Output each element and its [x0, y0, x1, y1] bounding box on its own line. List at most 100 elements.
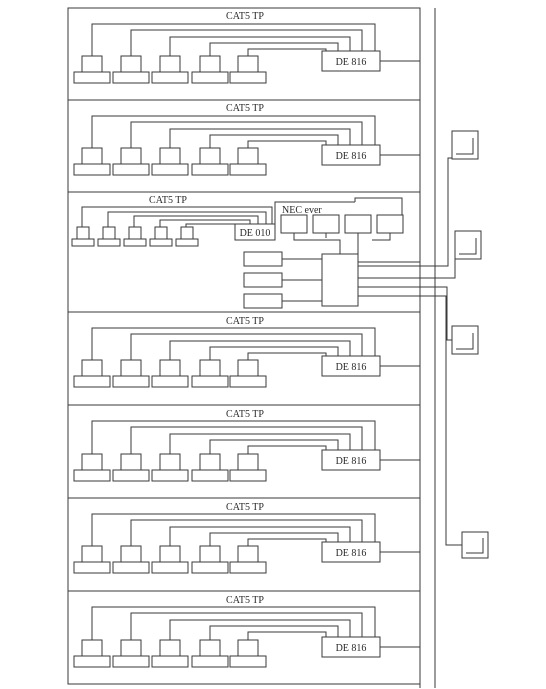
- cable-line: [247, 352, 327, 360]
- cable-line: [209, 42, 339, 56]
- workstation: [112, 147, 150, 176]
- workstation: [71, 226, 95, 247]
- workstation: [229, 147, 267, 176]
- workstation: [97, 226, 121, 247]
- server-unit: [344, 214, 372, 234]
- workstation: [73, 453, 111, 482]
- workstation: [191, 359, 229, 388]
- workstation: [73, 639, 111, 668]
- floor-5: CAT5 TP DE 816: [67, 404, 421, 499]
- cable-line: [247, 631, 327, 640]
- external-device-2: [454, 230, 482, 260]
- floor-3: CAT5 TP DE 010 NEC ever: [67, 191, 421, 313]
- workstation: [229, 639, 267, 668]
- floor-7: CAT5 TP DE 816: [67, 590, 421, 685]
- floor-2-switch-label: DE 816: [336, 151, 367, 162]
- workstation: [112, 55, 150, 84]
- cable-line: [247, 538, 327, 546]
- floor-4-cable-label: CAT5 TP: [226, 316, 264, 327]
- workstation: [229, 545, 267, 574]
- cable-line: [130, 519, 363, 546]
- external-device-4: [461, 531, 489, 559]
- floor-4: CAT5 TP DE 816: [67, 311, 421, 406]
- cable-line: [209, 134, 339, 148]
- workstation: [112, 639, 150, 668]
- stacked-device: [243, 251, 283, 267]
- cable-line: [169, 340, 351, 360]
- floor-1-cable-label: CAT5 TP: [226, 11, 264, 22]
- cable-line: [209, 439, 339, 454]
- cable-line: [133, 215, 259, 227]
- cable-line: [209, 346, 339, 360]
- workstation: [229, 359, 267, 388]
- cable-line: [91, 23, 376, 56]
- workstation: [73, 55, 111, 84]
- cable-line: [130, 612, 363, 640]
- workstation: [112, 359, 150, 388]
- workstation: [73, 147, 111, 176]
- workstation: [191, 453, 229, 482]
- floor-1-switch-label: DE 816: [336, 57, 367, 68]
- workstation: [149, 226, 173, 247]
- server-link: [372, 233, 391, 241]
- external-device-3: [451, 325, 479, 355]
- workstation: [112, 453, 150, 482]
- stacked-device: [243, 272, 283, 288]
- cable-line: [169, 128, 351, 148]
- floor-7-cable-label: CAT5 TP: [226, 595, 264, 606]
- workstation: [191, 545, 229, 574]
- floor-2-cable-label: CAT5 TP: [226, 103, 264, 114]
- server-bay-line: [274, 201, 355, 232]
- cable-line: [247, 445, 327, 454]
- cable-line: [91, 606, 376, 640]
- external-link: [358, 286, 452, 341]
- workstation: [73, 359, 111, 388]
- floor-2: CAT5 TP DE 816: [67, 99, 421, 193]
- cable-line: [130, 121, 363, 148]
- core-switch: [321, 253, 359, 307]
- cable-line: [247, 48, 327, 56]
- floor-6: CAT5 TP DE 816: [67, 497, 421, 592]
- stacked-device: [243, 293, 283, 309]
- cable-line: [247, 140, 327, 148]
- workstation: [151, 147, 189, 176]
- cable-line: [159, 219, 251, 227]
- floor-1: CAT5 TP DE 816: [67, 7, 421, 101]
- floor-6-switch-label: DE 816: [336, 548, 367, 559]
- workstation: [191, 55, 229, 84]
- cable-line: [91, 513, 376, 546]
- cable-line: [169, 619, 351, 640]
- workstation: [151, 359, 189, 388]
- server-link: [293, 233, 341, 254]
- external-link: [358, 157, 452, 267]
- cable-line: [130, 333, 363, 360]
- workstation: [112, 545, 150, 574]
- server-unit: [280, 214, 308, 234]
- cable-line: [107, 211, 267, 227]
- workstation: [191, 639, 229, 668]
- server-label: NEC ever: [282, 205, 322, 216]
- floor-3-cable-label: CAT5 TP: [149, 195, 187, 206]
- workstation: [73, 545, 111, 574]
- workstation: [123, 226, 147, 247]
- floor-5-switch-label: DE 816: [336, 456, 367, 467]
- floor-6-cable-label: CAT5 TP: [226, 502, 264, 513]
- cable-line: [81, 206, 273, 227]
- workstation: [151, 639, 189, 668]
- cable-line: [91, 420, 376, 454]
- cable-line: [169, 433, 351, 454]
- server-bay-line: [354, 197, 403, 215]
- cable-line: [169, 36, 351, 56]
- floor-4-switch-label: DE 816: [336, 362, 367, 373]
- server-unit: [312, 214, 340, 234]
- workstation: [229, 55, 267, 84]
- cable-line: [130, 426, 363, 454]
- workstation: [151, 453, 189, 482]
- cable-line: [185, 223, 244, 227]
- floor-5-cable-label: CAT5 TP: [226, 409, 264, 420]
- workstation: [175, 226, 199, 247]
- workstation: [151, 55, 189, 84]
- external-link: [358, 295, 462, 546]
